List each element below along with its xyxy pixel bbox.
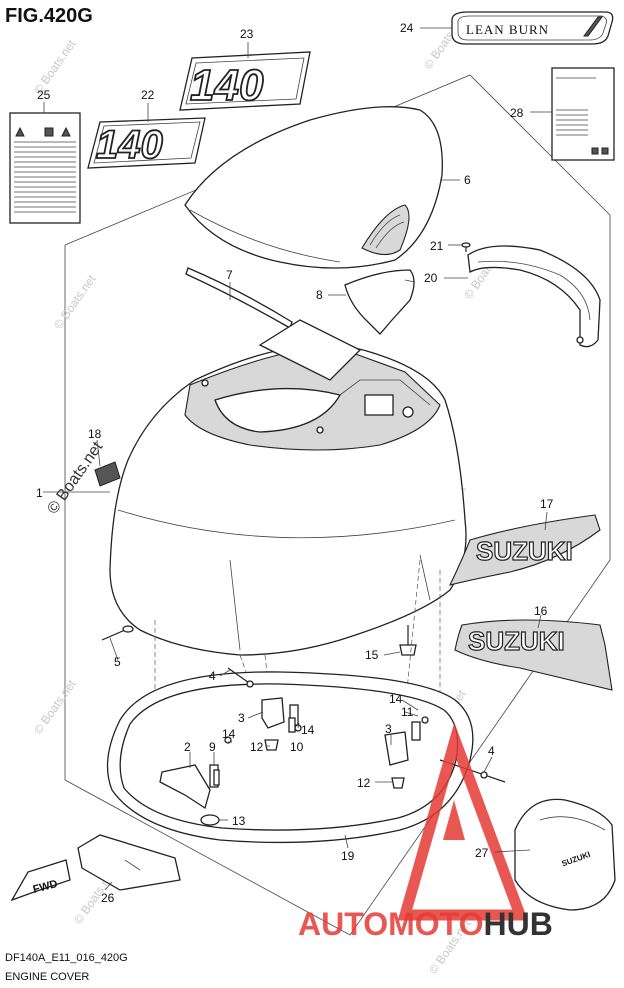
part-16-suzuki-decal: SUZUKI: [454, 619, 613, 691]
part-24-lean-burn-decal: LEAN BURN: [451, 11, 614, 45]
callout-22: 22: [141, 88, 155, 102]
brand-hub: HUB: [483, 906, 552, 942]
decal-23-text: 140: [190, 61, 264, 110]
lean-burn-text: LEAN BURN: [466, 22, 549, 37]
figure-caption: ENGINE COVER: [5, 971, 89, 983]
part-7-seal-strip: [185, 267, 293, 329]
part-17-suzuki-decal: SUZUKI: [448, 514, 601, 586]
small-fasteners: [200, 716, 429, 826]
callout-3-left: 3: [238, 711, 245, 725]
callout-8: 8: [316, 288, 323, 302]
callout-23: 23: [240, 27, 254, 41]
callout-12-left: 12: [250, 740, 264, 754]
callout-4-left: 4: [209, 669, 216, 683]
watermark-7: © Boats.net: [31, 677, 79, 737]
callout-12-right: 12: [357, 776, 371, 790]
callout-numbers: 1 2 3 3 4 4 5 6 7 8 9 10 11 12 12 13 14 …: [36, 21, 554, 905]
part-8-cover-piece: [344, 269, 416, 335]
figure-title: FIG.420G: [5, 5, 93, 27]
callout-17: 17: [540, 497, 554, 511]
part-27-cover-bag: SUZUKI: [514, 798, 616, 911]
callout-18: 18: [88, 427, 102, 441]
part-19-seal-ring: [106, 671, 474, 844]
callout-7: 7: [226, 268, 233, 282]
callout-2: 2: [184, 740, 191, 754]
autohub-logo: AUTOMOTOHUB: [298, 722, 553, 942]
part-5-pin: [101, 625, 134, 641]
callout-3-right: 3: [385, 722, 392, 736]
part-28-manual: [551, 67, 615, 161]
fwd-arrow: FWD: [10, 859, 71, 902]
callout-19: 19: [341, 849, 355, 863]
callout-25: 25: [37, 88, 51, 102]
part-15-screw: [399, 625, 417, 656]
callout-21: 21: [430, 239, 444, 253]
callout-11: 11: [401, 705, 414, 719]
part-26-sheet: [77, 834, 181, 891]
callout-26: 26: [101, 891, 115, 905]
part-1-engine-cover: [109, 319, 467, 656]
leader-lines: [43, 27, 552, 891]
part-25-warning-label: [9, 112, 81, 224]
callout-15: 15: [365, 648, 379, 662]
callout-9: 9: [209, 740, 216, 754]
part-6-top-cover: [184, 106, 443, 269]
decal-22-text: 140: [96, 123, 163, 167]
callout-10: 10: [290, 740, 304, 754]
callout-4-right: 4: [488, 744, 495, 758]
callout-14-right: 14: [389, 692, 403, 706]
callout-6: 6: [464, 173, 471, 187]
brand-moto: MOTO: [388, 906, 483, 942]
decal-17-text: SUZUKI: [476, 536, 573, 566]
callout-16: 16: [534, 604, 548, 618]
callout-1: 1: [36, 486, 43, 500]
part-22-model-decal: 140: [87, 117, 206, 169]
callout-5: 5: [114, 655, 121, 669]
figure-code: DF140A_E11_016_420G: [5, 952, 128, 964]
svg-text:AUTOMOTOHUB: AUTOMOTOHUB: [298, 906, 553, 942]
exploded-frame: [64, 74, 611, 936]
part-20-handle: [467, 245, 601, 348]
decal-16-text: SUZUKI: [468, 626, 565, 656]
part-21-screw: [461, 242, 471, 252]
watermark-3: © Boats.net: [51, 272, 99, 332]
callout-27: 27: [475, 846, 489, 860]
callout-24: 24: [400, 21, 414, 35]
callout-14-mid: 14: [301, 723, 315, 737]
callout-14-left: 14: [222, 727, 236, 741]
part-18-badge: [94, 461, 121, 487]
part-23-model-decal: 140: [179, 51, 311, 111]
callout-13: 13: [232, 814, 246, 828]
callout-20: 20: [424, 271, 438, 285]
brand-auto: AUTO: [298, 906, 388, 942]
callout-28: 28: [510, 106, 524, 120]
